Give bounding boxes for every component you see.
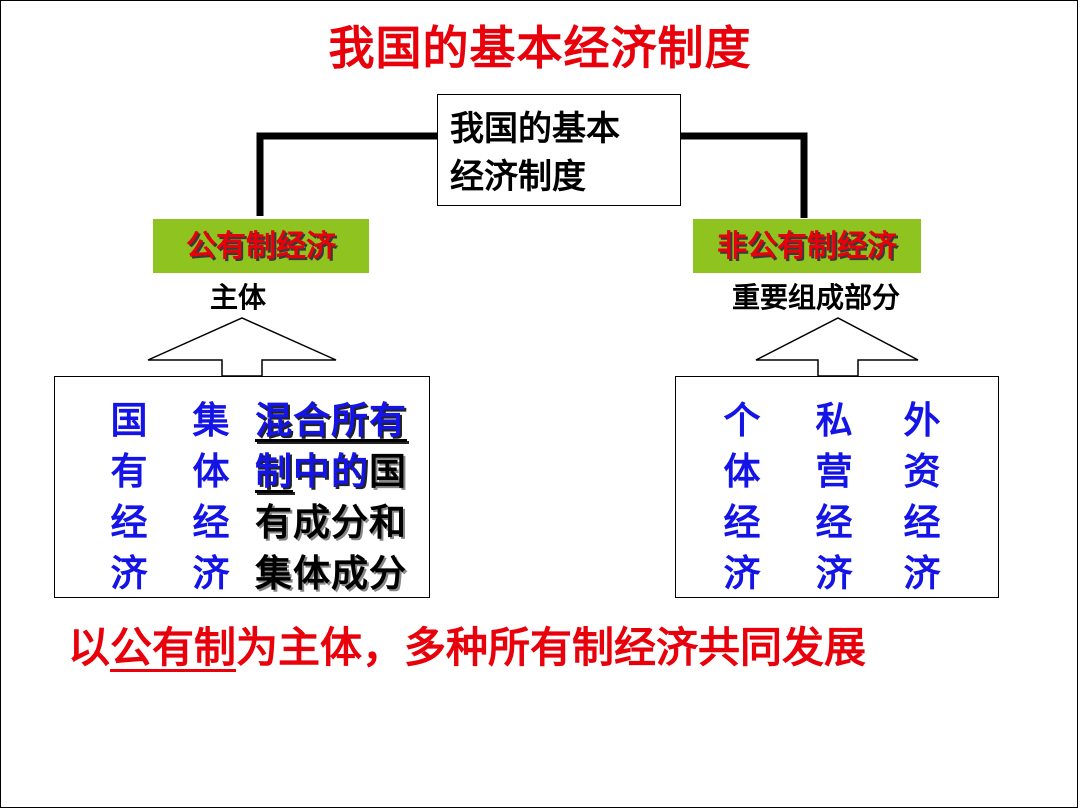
left-connector — [256, 132, 437, 216]
public-economy-role: 主体 — [210, 281, 267, 314]
left-up-arrow — [147, 317, 337, 377]
public-economy-tag: 公有制经济 — [153, 219, 369, 273]
non-public-economy-forms-box: 个 体 经 济 私 营 经 济 外 资 经 济 — [675, 376, 999, 598]
root-line-2: 经济制度 — [450, 157, 586, 197]
mixed-line-3: 有成分和 — [255, 501, 407, 544]
summary-statement: 以公有制为主体，多种所有制经济共同发展 — [68, 623, 867, 672]
foreign-economy-column: 外 资 经 济 — [903, 399, 941, 595]
mixed-line-4: 集体成分 — [255, 552, 407, 595]
root-line-1: 我国的基本 — [450, 109, 620, 149]
root-concept-box: 我国的基本 经济制度 — [437, 94, 681, 206]
public-economy-forms-box: 国 有 经 济 集 体 经 济 混合所有 制中的国 有成分和 集体成分 — [54, 376, 430, 598]
mixed-line-1: 混合所有 — [255, 399, 407, 442]
mixed-line-2: 制中的国 — [255, 450, 407, 493]
private-economy-column: 私 营 经 济 — [815, 399, 853, 595]
individual-economy-column: 个 体 经 济 — [723, 399, 761, 595]
non-public-economy-role: 重要组成部分 — [732, 281, 901, 314]
right-connector — [681, 132, 808, 218]
collective-economy-column: 集 体 经 济 — [192, 399, 230, 595]
right-up-arrow — [755, 317, 919, 377]
state-owned-economy-column: 国 有 经 济 — [110, 399, 148, 595]
mixed-ownership-text: 混合所有 制中的国 有成分和 集体成分 — [255, 395, 407, 599]
non-public-economy-tag: 非公有制经济 — [693, 219, 921, 273]
slide-title: 我国的基本经济制度 — [328, 21, 752, 75]
